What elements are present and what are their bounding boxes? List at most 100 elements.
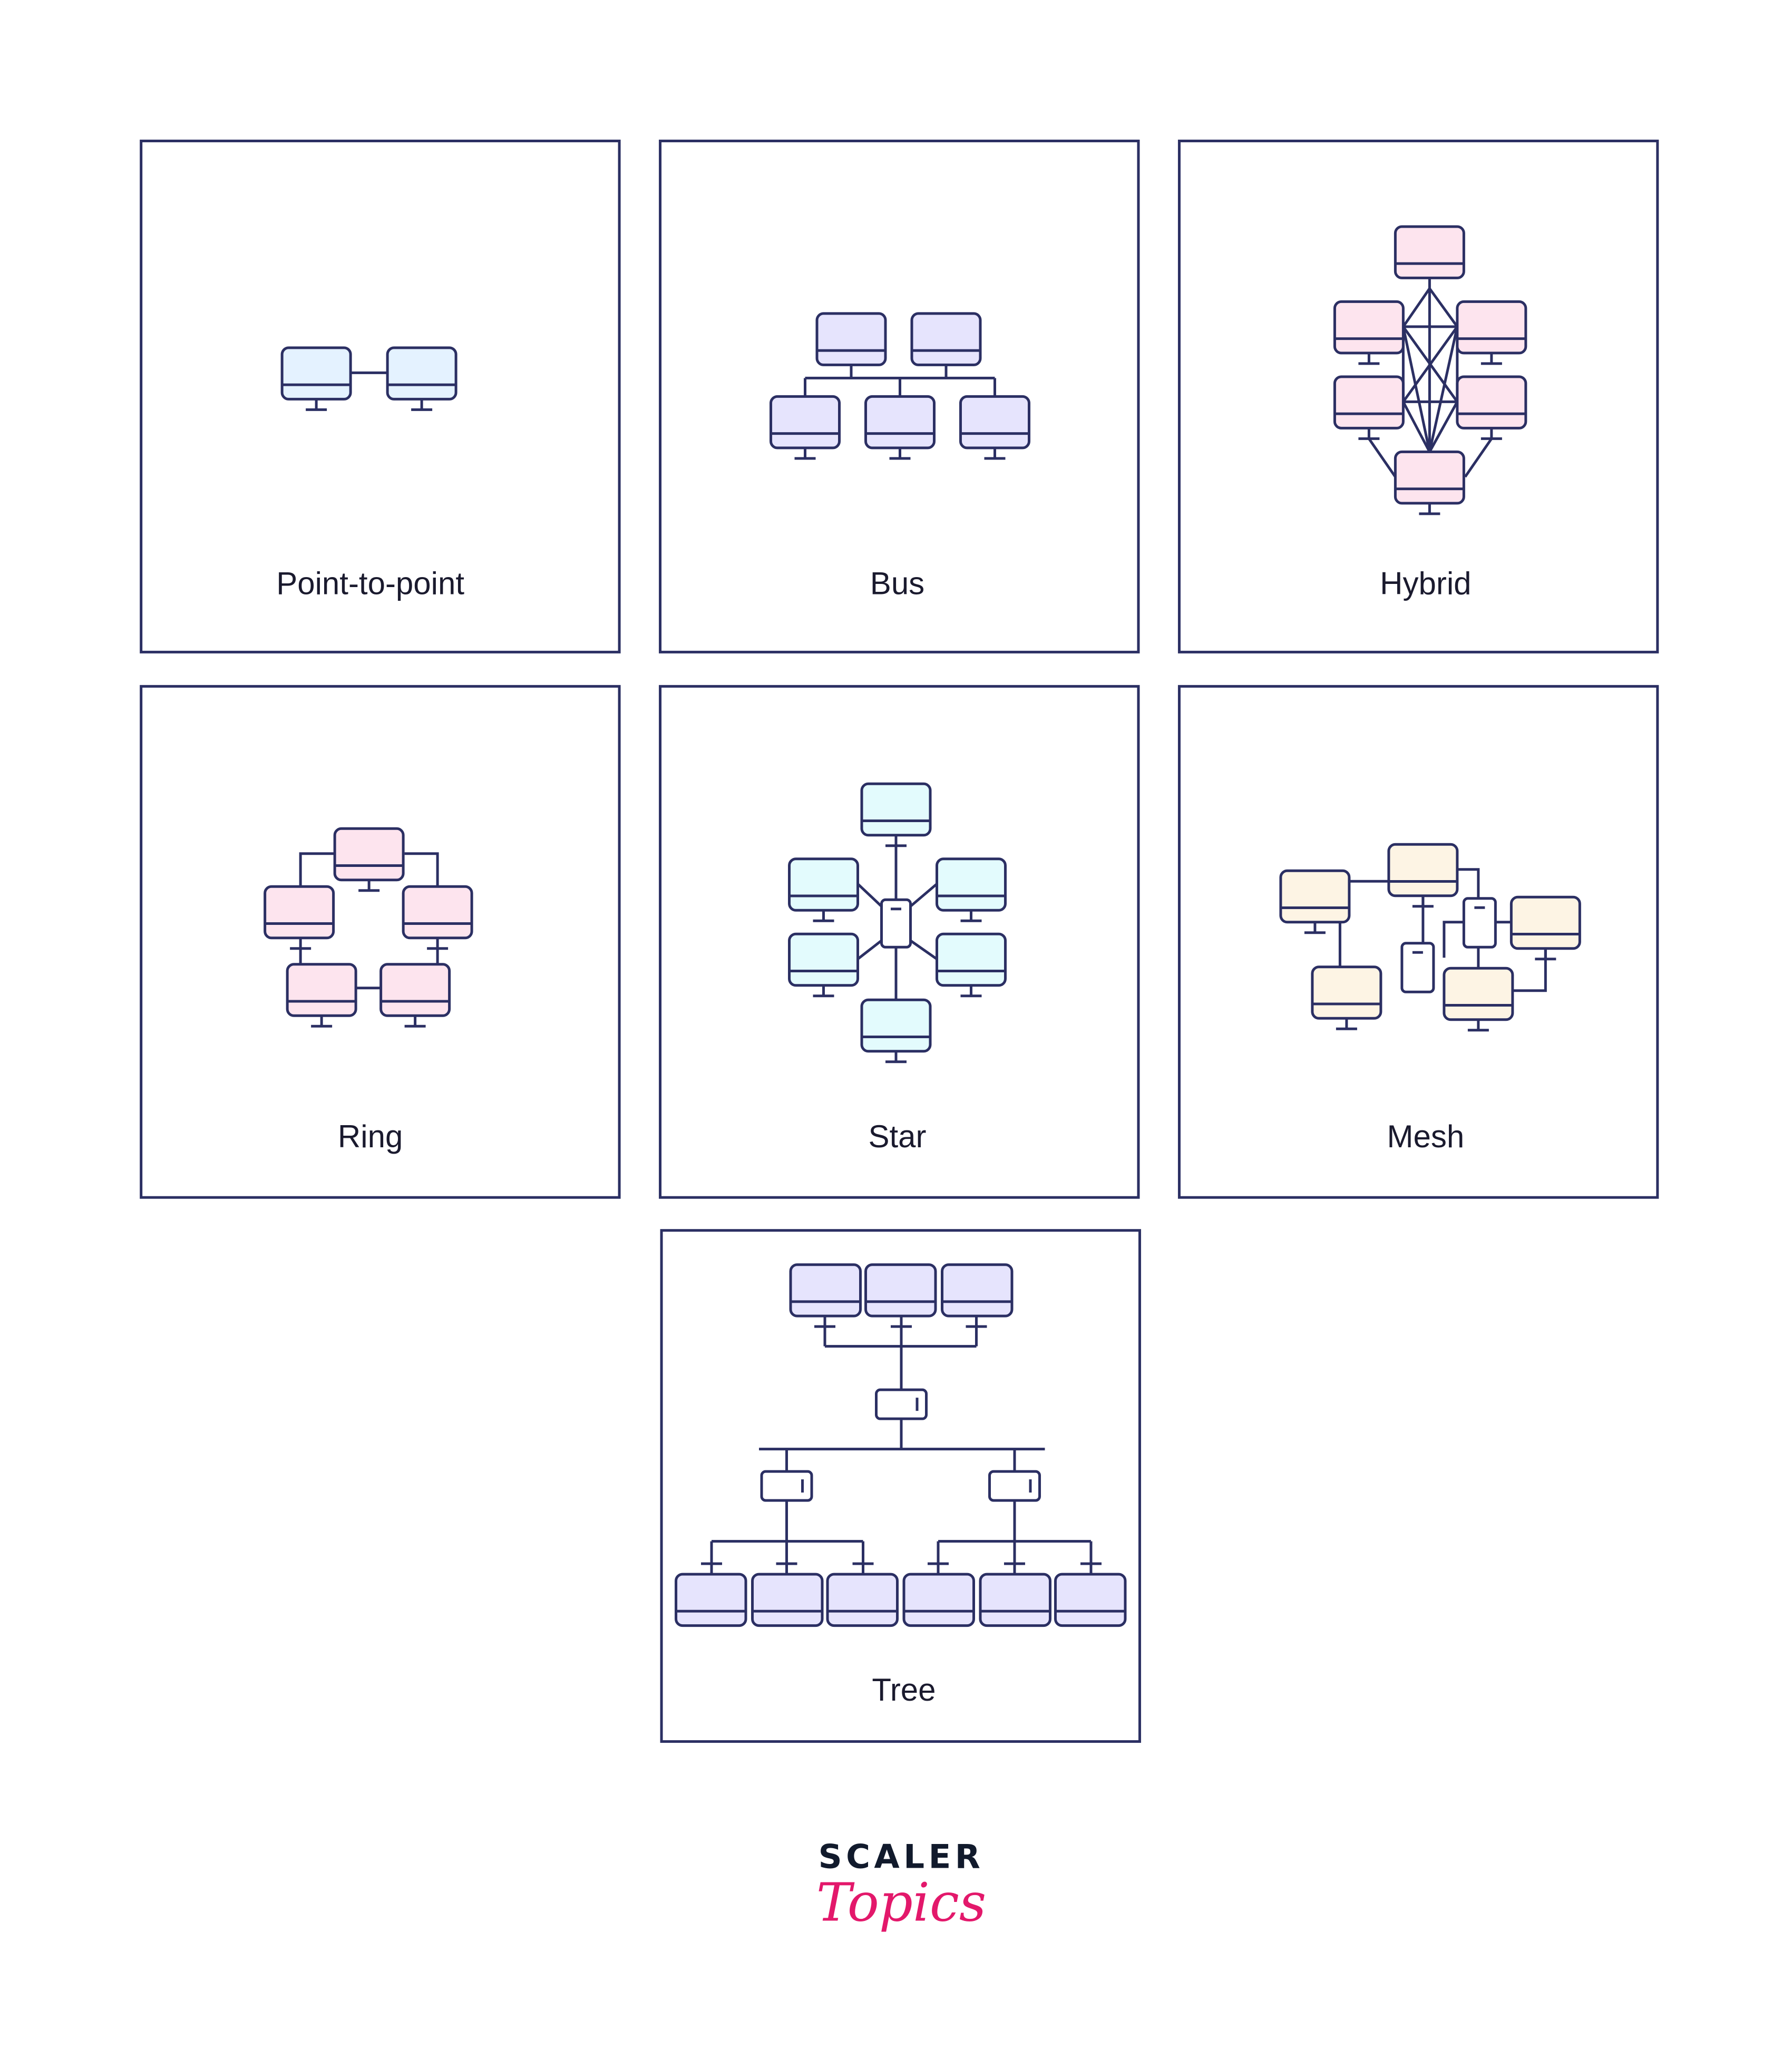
- computer-monitor-icon: [935, 857, 1007, 922]
- network-switch-icon: [1462, 897, 1497, 949]
- monitor-screen: [1333, 300, 1405, 355]
- computer-monitor-icon: [1054, 1573, 1127, 1627]
- monitor-screen: [935, 932, 1007, 987]
- connection-line: [1457, 868, 1480, 899]
- label-point-to-point: Point-to-point: [276, 565, 464, 601]
- panel-bus: [659, 139, 1140, 653]
- monitor-screen: [1054, 1573, 1127, 1627]
- computer-monitor-icon: [860, 782, 932, 847]
- monitor-screen: [386, 346, 457, 401]
- computer-monitor-icon: [826, 1573, 899, 1627]
- label-ring: Ring: [338, 1119, 403, 1154]
- monitor-screen: [770, 395, 841, 450]
- monitor-screen: [333, 827, 405, 882]
- monitor-screen: [860, 998, 932, 1053]
- computer-monitor-icon: [910, 312, 982, 366]
- scaler-topics-logo: SCALER Topics: [816, 1838, 986, 1934]
- computer-monitor-icon: [1311, 965, 1382, 1030]
- switch-body: [880, 898, 912, 949]
- computer-monitor-icon: [864, 1263, 937, 1318]
- computer-monitor-icon: [1333, 300, 1405, 365]
- switch-body: [1400, 942, 1435, 993]
- computer-monitor-icon: [770, 395, 841, 460]
- label-bus: Bus: [870, 565, 924, 601]
- connection-line: [1428, 326, 1459, 452]
- connection-line: [404, 852, 439, 887]
- monitor-screen: [788, 857, 860, 912]
- computer-monitor-icon: [788, 857, 860, 922]
- panel-ring: [140, 685, 621, 1199]
- network-switch-icon: [880, 898, 912, 949]
- connection-line: [1401, 287, 1459, 453]
- monitor-screen: [902, 1573, 975, 1627]
- computer-monitor-icon: [864, 395, 936, 460]
- monitor-screen: [1394, 225, 1465, 279]
- computer-monitor-icon: [286, 963, 357, 1028]
- monitor-screen: [402, 885, 473, 940]
- monitor-screen: [910, 312, 982, 366]
- computer-monitor-icon: [959, 395, 1030, 460]
- monitor-screen: [751, 1573, 824, 1627]
- logo-topics-text: Topics: [816, 1872, 986, 1934]
- network-switch-icon: [760, 1470, 813, 1502]
- computer-monitor-icon: [940, 1263, 1014, 1318]
- computer-monitor-icon: [979, 1573, 1051, 1627]
- connection-line: [1464, 437, 1493, 478]
- computer-monitor-icon: [333, 827, 405, 892]
- monitor-screen: [1443, 967, 1514, 1021]
- panel-mesh: [1177, 685, 1659, 1199]
- monitor-screen: [979, 1573, 1051, 1627]
- computer-monitor-icon: [280, 346, 352, 411]
- monitor-screen: [815, 312, 887, 366]
- monitor-screen: [1311, 965, 1382, 1020]
- computer-monitor-icon: [1387, 843, 1459, 908]
- monitor-screen: [379, 963, 451, 1017]
- monitor-screen: [864, 395, 936, 450]
- computer-monitor-icon: [379, 963, 451, 1028]
- monitor-screen: [1509, 895, 1581, 950]
- monitor-screen: [264, 885, 335, 940]
- monitor-screen: [959, 395, 1030, 450]
- switch-body: [988, 1470, 1041, 1502]
- computer-monitor-icon: [386, 346, 457, 411]
- monitor-screen: [1456, 300, 1527, 355]
- computer-monitor-icon: [789, 1263, 862, 1318]
- monitor-screen: [826, 1573, 899, 1627]
- computer-monitor-icon: [1394, 225, 1465, 279]
- label-tree: Tree: [872, 1672, 936, 1707]
- monitor-screen: [1387, 843, 1459, 897]
- computer-monitor-icon: [902, 1573, 975, 1627]
- logo-scaler-text: SCALER: [819, 1838, 985, 1876]
- connection-line: [1401, 326, 1431, 452]
- panel-star: [659, 685, 1140, 1199]
- connection-line: [856, 883, 883, 907]
- computer-monitor-icon: [1279, 869, 1351, 934]
- switch-body: [1462, 897, 1497, 949]
- monitor-screen: [860, 782, 932, 837]
- network-switch-icon: [875, 1388, 928, 1420]
- monitor-screen: [864, 1263, 937, 1318]
- monitor-screen: [1456, 375, 1527, 430]
- monitor-screen: [940, 1263, 1014, 1318]
- monitor-screen: [1333, 375, 1405, 430]
- switch-body: [760, 1470, 813, 1502]
- connection-line: [1443, 921, 1464, 958]
- label-mesh: Mesh: [1387, 1119, 1465, 1154]
- monitor-screen: [280, 346, 352, 401]
- computer-monitor-icon: [1456, 300, 1527, 365]
- network-switch-icon: [988, 1470, 1041, 1502]
- switch-body: [875, 1388, 928, 1420]
- monitor-screen: [1394, 450, 1465, 505]
- monitor-screen: [675, 1573, 747, 1627]
- panel-tree: [660, 1229, 1141, 1743]
- connection-line: [1512, 948, 1547, 992]
- computer-monitor-icon: [815, 312, 887, 366]
- network-switch-icon: [1400, 942, 1435, 993]
- computer-monitor-icon: [860, 998, 932, 1063]
- computer-monitor-icon: [1394, 450, 1465, 515]
- monitor-screen: [935, 857, 1007, 912]
- computer-monitor-icon: [264, 885, 335, 940]
- computer-monitor-icon: [675, 1573, 747, 1627]
- computer-monitor-icon: [788, 932, 860, 998]
- computer-monitor-icon: [1509, 895, 1581, 961]
